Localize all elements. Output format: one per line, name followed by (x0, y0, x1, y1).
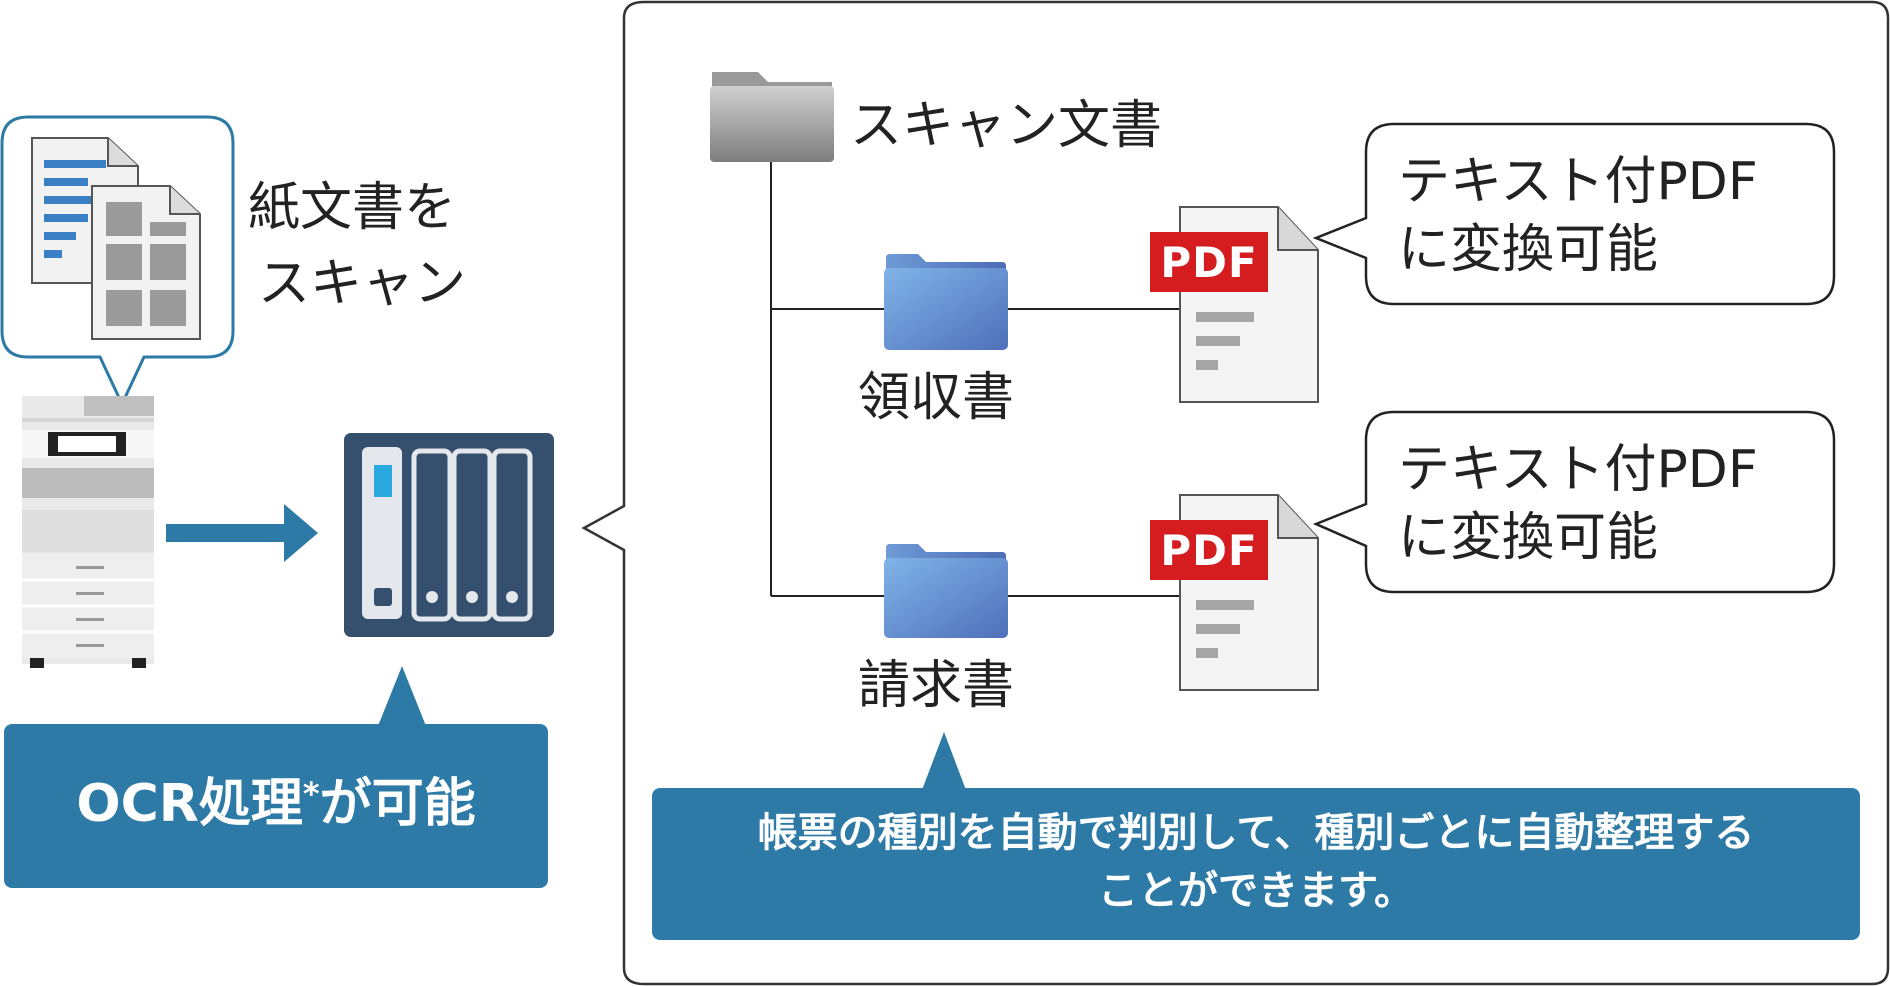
scan-label-line1: 紙文書を (248, 178, 457, 238)
pdf-file-icon (1150, 494, 1319, 691)
folder-label-receipt: 領収書 (858, 368, 1015, 428)
bubble-text-line1: テキスト付PDF (1398, 152, 1758, 212)
auto-sort-callout-line2: ことができます。 (1098, 868, 1414, 914)
scan-label-line2: スキャン (258, 254, 467, 314)
arrow-right-icon (166, 504, 318, 562)
pdf-file-icon (1150, 206, 1319, 403)
text-pdf-bubble (1312, 122, 1836, 306)
ocr-callout-asterisk: * (302, 775, 320, 813)
text-pdf-bubble (1312, 410, 1836, 594)
ocr-callout-main: OCR処理 (76, 774, 303, 834)
root-folder-label: スキャン文書 (850, 96, 1163, 156)
bubble-text-line1: テキスト付PDF (1398, 440, 1758, 500)
bubble-text-line2: に変換可能 (1398, 220, 1659, 280)
pdf-badge: PDF (1160, 526, 1258, 575)
auto-sort-callout-line1: 帳票の種別を自動で判別して、種別ごとに自動整理する (757, 810, 1755, 856)
ocr-callout-suffix: が可能 (319, 774, 476, 834)
ocr-callout-shape (4, 666, 548, 888)
root-folder-icon (710, 72, 834, 162)
auto-sort-callout-shape (652, 732, 1860, 940)
documents-icon (31, 137, 201, 340)
ocr-callout-text: OCR処理*が可能 (4, 778, 548, 830)
folder-icon (884, 254, 1008, 350)
folder-label-invoice: 請求書 (858, 656, 1015, 716)
bubble-text-line2: に変換可能 (1398, 508, 1659, 568)
folder-icon (884, 544, 1008, 638)
tree-lines (770, 158, 1180, 597)
nas-icon (344, 433, 554, 637)
pdf-badge: PDF (1160, 238, 1258, 287)
multifunction-printer-icon (22, 396, 154, 668)
